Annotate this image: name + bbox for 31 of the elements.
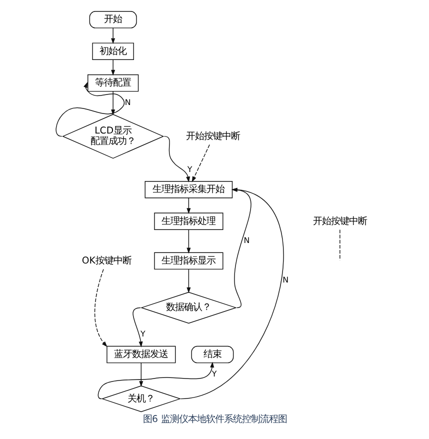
node-box: 等待配置 [87,74,138,92]
arrow [97,362,214,400]
arrow [180,188,284,400]
arrow [110,91,115,116]
node-box: 生理指标显示 [154,252,223,270]
arrow [138,362,143,387]
arrow [186,198,190,214]
node-text: OK按键中断 [81,255,131,266]
caption: 图6 监测仪本地软件系统控制流程图 [142,414,286,426]
arrow [55,82,124,137]
arrow [110,28,115,44]
node-diamond: 关机？ [100,385,181,412]
arrow [191,144,210,182]
node-box: 生理指标处理 [154,212,223,230]
node-diamond: LCD显示配置成功？ [62,114,164,159]
arrow [231,188,251,308]
connector [339,229,340,260]
arrow [186,229,190,254]
arrow [163,136,190,182]
node-box: 结束 [190,346,234,364]
node-box: 生理指标采集开始 [144,180,232,198]
node-text: 开始按键中断 [312,216,366,227]
arrow [110,59,115,76]
arrow [94,268,107,348]
node-box: 开始 [88,11,136,28]
node-text: 开始按键中断 [186,130,240,142]
arrow [186,268,190,294]
arrow [132,307,142,348]
node-diamond: 数据确认？ [140,292,236,324]
node-box: 初始化 [92,42,134,60]
node-box: 蓝牙数据发送 [106,346,176,364]
